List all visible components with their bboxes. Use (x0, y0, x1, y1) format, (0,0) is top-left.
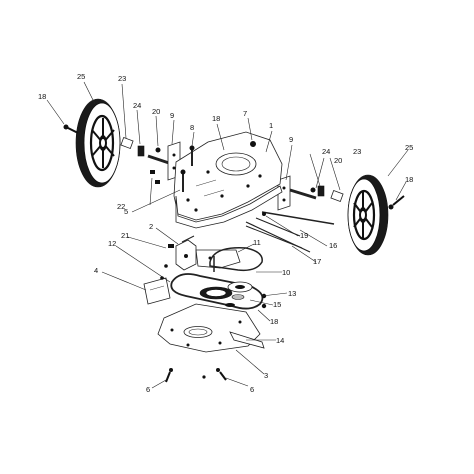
callout-25: 25 (405, 143, 413, 152)
callout-15: 15 (273, 300, 281, 309)
bolts-6 (165, 368, 227, 383)
callout-2: 2 (149, 222, 153, 231)
right-wheel (347, 174, 389, 256)
idler-bracket (168, 235, 241, 272)
callout-6: 6 (250, 385, 254, 394)
callout-23: 23 (118, 74, 126, 83)
callout-5: 5 (124, 207, 128, 216)
callout-8: 8 (190, 123, 194, 132)
right-axle-hardware (277, 175, 405, 211)
callout-20: 20 (334, 156, 342, 165)
deck (150, 131, 283, 229)
callout-12: 12 (108, 239, 116, 248)
callout-14: 14 (276, 336, 284, 345)
callout-9: 9 (289, 135, 293, 144)
callout-18: 18 (405, 175, 413, 184)
callout-22: 22 (117, 202, 125, 211)
belt-cover (143, 277, 171, 305)
callout-18: 18 (38, 92, 46, 101)
callout-9: 9 (170, 111, 174, 120)
callout-25: 25 (77, 72, 85, 81)
callout-11: 11 (253, 238, 261, 247)
callout-7: 7 (243, 109, 247, 118)
callout-19: 19 (300, 231, 308, 240)
callout-3: 3 (264, 371, 268, 380)
callout-13: 13 (288, 289, 296, 298)
callout-20: 20 (152, 107, 160, 116)
callout-24: 24 (322, 147, 330, 156)
pulley-assembly (170, 273, 264, 310)
callout-24: 24 (133, 101, 141, 110)
belt (209, 247, 263, 272)
callout-17: 17 (313, 257, 321, 266)
callout-10: 10 (282, 268, 290, 277)
callout-1: 1 (269, 121, 273, 130)
callout-23: 23 (353, 147, 361, 156)
callout-18: 18 (212, 114, 220, 123)
callout-6: 6 (146, 385, 150, 394)
callout-labels: 18 25 23 24 20 9 8 18 7 1 9 24 20 23 25 … (38, 72, 413, 394)
blade-plate (157, 303, 265, 353)
leader-lines (46, 81, 409, 389)
callout-21: 21 (121, 231, 129, 240)
left-wheel (75, 98, 121, 188)
callout-16: 16 (329, 241, 337, 250)
callout-4: 4 (94, 266, 98, 275)
callout-18: 18 (270, 317, 278, 326)
